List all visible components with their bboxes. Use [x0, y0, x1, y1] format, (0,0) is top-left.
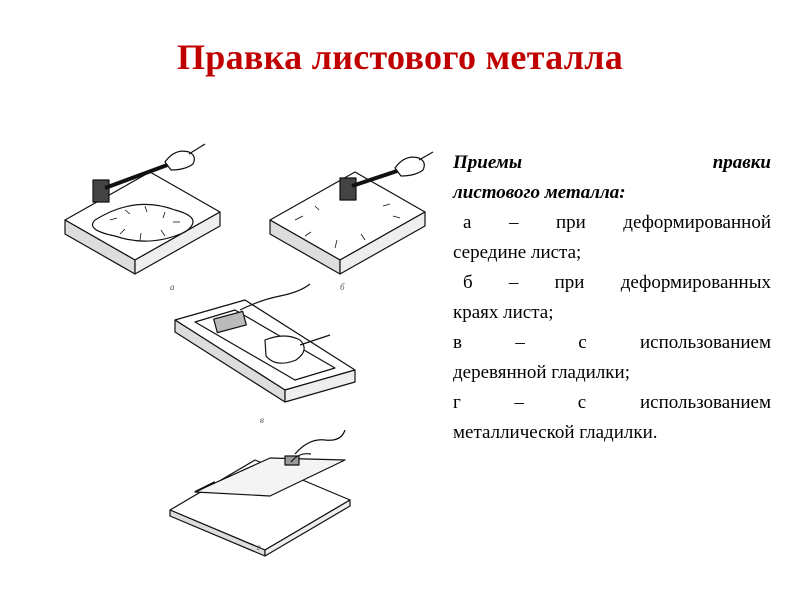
caption-b: б: [340, 282, 345, 292]
item-a-line2: середине листа;: [453, 242, 582, 263]
panel-a-drawing: [64, 143, 221, 275]
item-a-line1: а – при деформированной: [463, 212, 771, 233]
illustration: а б в г: [55, 140, 435, 560]
item-b-line1: б – при деформированных: [463, 272, 771, 293]
caption-g: г: [257, 542, 261, 552]
page-title: Правка листового металла: [176, 37, 624, 77]
item-b-line2: краях листа;: [453, 302, 554, 323]
item-g-line2: металлической гладилки.: [453, 422, 658, 443]
description-text: Приемы правки листового металла: а – при…: [453, 148, 771, 448]
item-v-line2: деревянной гладилки;: [453, 362, 630, 383]
panel-g-drawing: [169, 429, 351, 557]
description-heading-line2: листового металла:: [453, 182, 626, 203]
caption-a: а: [170, 282, 175, 292]
description-heading-line1: Приемы правки: [453, 152, 771, 173]
item-v-line1: в – с использованием: [453, 332, 771, 353]
item-g-line1: г – с использованием: [453, 392, 771, 413]
caption-v: в: [260, 415, 264, 425]
panel-b-drawing: [269, 151, 434, 275]
sheet-metal-straightening-drawing: [64, 143, 434, 557]
panel-v-drawing: [174, 283, 356, 403]
